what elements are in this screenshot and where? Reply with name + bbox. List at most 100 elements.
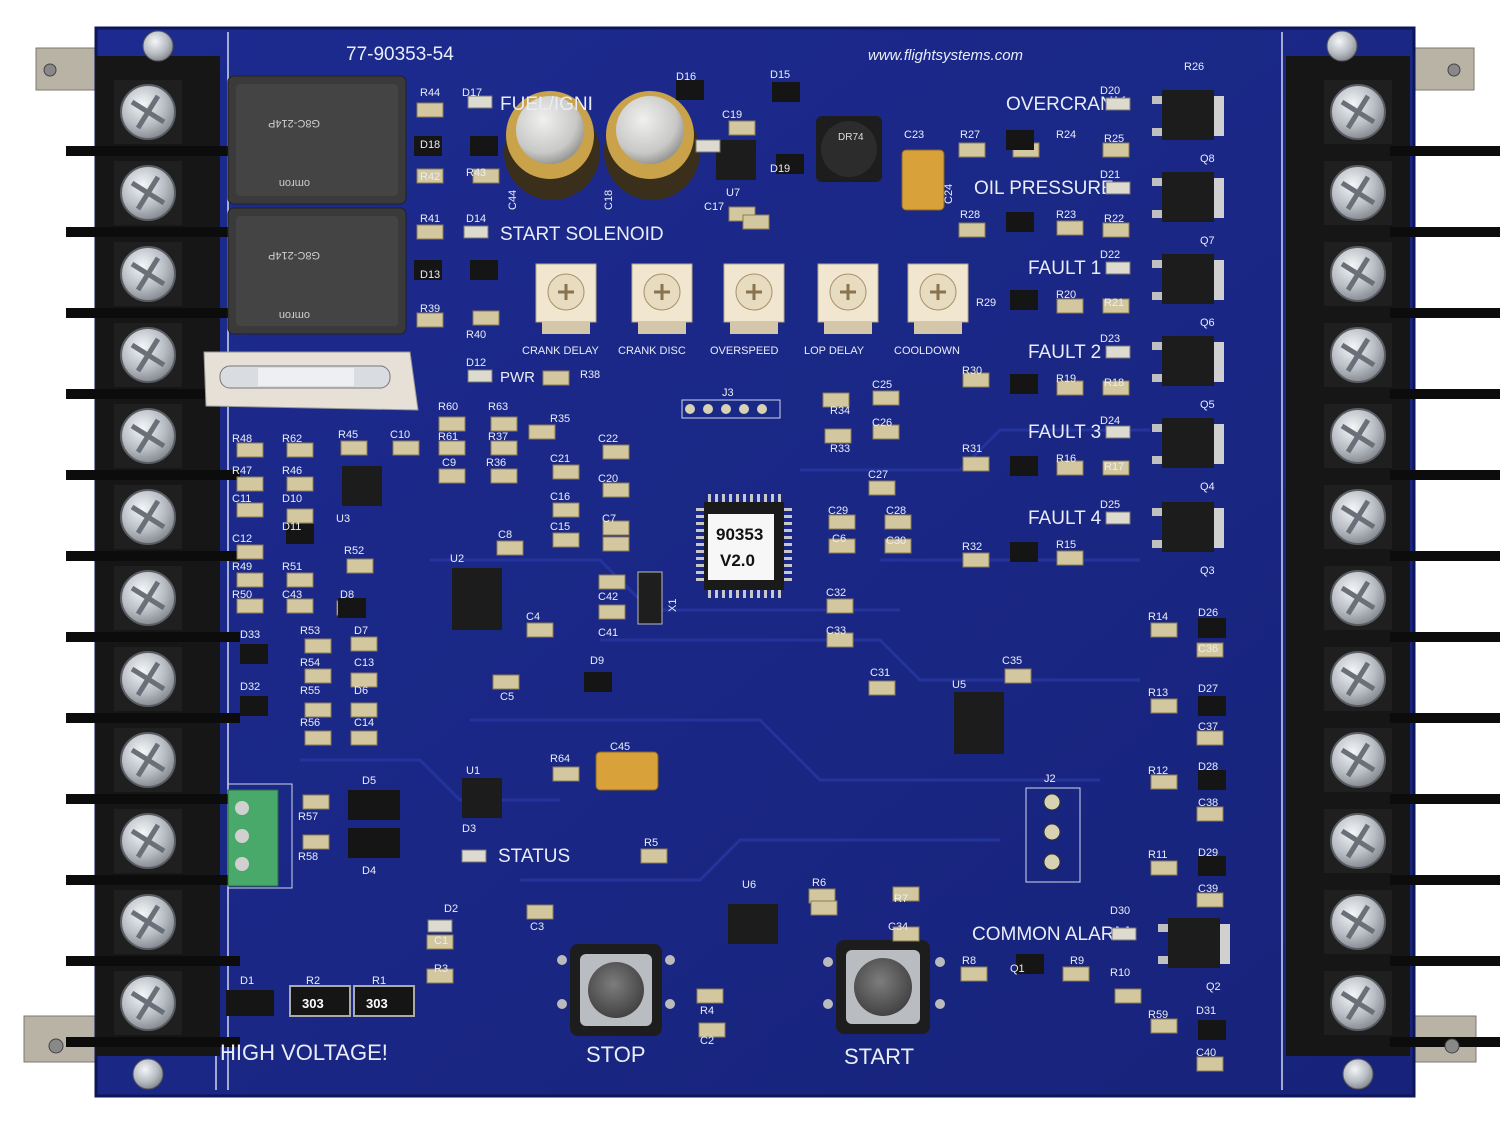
designator-r36: R36	[486, 457, 506, 469]
designator-r57: R57	[298, 811, 318, 823]
smd-semiconductor	[1198, 618, 1226, 638]
smd-semiconductor	[1010, 290, 1038, 310]
designator-r60: R60	[438, 401, 458, 413]
smd-component	[602, 444, 630, 460]
designator-c19: C19	[722, 109, 742, 121]
smd-component	[1196, 642, 1224, 658]
smd-component	[1056, 298, 1084, 314]
j2-label: J2	[1044, 773, 1056, 785]
smd-component	[472, 168, 500, 184]
designator-r32: R32	[962, 541, 982, 553]
terminal-fin	[1390, 308, 1500, 318]
label-fault-4: FAULT 4	[1028, 508, 1102, 529]
pot-cooldown[interactable]: COOLDOWN	[894, 263, 969, 357]
designator-r62: R62	[282, 433, 302, 445]
pot-overspeed[interactable]: OVERSPEED	[710, 263, 785, 357]
designator-c7: C7	[602, 513, 616, 525]
smd-component	[1102, 298, 1130, 314]
designator-c40: C40	[1196, 1047, 1216, 1059]
smd-component	[542, 370, 570, 386]
inductor-dr74: DR74	[816, 116, 882, 182]
diode-d1: D1	[226, 975, 274, 1016]
smd-component	[304, 702, 332, 718]
designator-c2: C2	[700, 1035, 714, 1047]
smd-component	[602, 520, 630, 536]
smd-component	[286, 572, 314, 588]
capacitor-c44: C44	[504, 91, 600, 210]
pot-crank-disc[interactable]: CRANK DISC	[618, 263, 693, 357]
chip-label-line2: V2.0	[720, 551, 755, 570]
stop-button[interactable]	[557, 944, 675, 1036]
designator-r51: R51	[282, 561, 302, 573]
u6-label: U6	[742, 879, 756, 891]
terminal-fin	[1390, 551, 1500, 561]
q3-label: Q3	[1200, 565, 1215, 577]
smd-semiconductor	[1006, 130, 1034, 150]
smd-component	[350, 730, 378, 746]
q6-label: Q6	[1200, 317, 1215, 329]
led	[1111, 927, 1137, 941]
smd-component	[872, 390, 900, 406]
designator-r59: R59	[1148, 1009, 1168, 1021]
smd-component	[236, 544, 264, 560]
smd-component	[286, 476, 314, 492]
designator-c3: C3	[530, 921, 544, 933]
designator-c4: C4	[526, 611, 540, 623]
u7-label: U7	[726, 187, 740, 199]
terminal-fin	[66, 551, 240, 561]
ic-u2: U2	[450, 553, 502, 630]
designator-r50: R50	[232, 589, 252, 601]
smd-component	[1150, 622, 1178, 638]
smd-component	[236, 598, 264, 614]
led	[1105, 181, 1131, 195]
smd-component	[1056, 550, 1084, 566]
smd-component	[1150, 698, 1178, 714]
designator-d13: D13	[420, 269, 440, 281]
smd-component	[340, 440, 368, 456]
designator-r61: R61	[438, 431, 458, 443]
svg-text:DR74: DR74	[838, 132, 864, 143]
smd-component	[1062, 966, 1090, 982]
designator-c8: C8	[498, 529, 512, 541]
start-button[interactable]	[823, 940, 945, 1034]
smd-component	[350, 636, 378, 652]
designator-d2: D2	[444, 903, 458, 915]
designator-r53: R53	[300, 625, 320, 637]
transistor-q8: Q8	[1152, 90, 1224, 165]
relay-1-model: G8C-214P	[268, 117, 320, 129]
pot-label: OVERSPEED	[710, 345, 779, 357]
smd-semiconductor	[1198, 696, 1226, 716]
smd-semiconductor	[1198, 856, 1226, 876]
label-pwr: PWR	[500, 369, 535, 386]
smd-component	[698, 1022, 726, 1038]
designator-r19: R19	[1056, 373, 1076, 385]
designator-r42: R42	[420, 171, 440, 183]
designator-r44: R44	[420, 87, 440, 99]
led	[1105, 511, 1131, 525]
smd-component	[492, 674, 520, 690]
designator-c27: C27	[868, 469, 888, 481]
designator-c33: C33	[826, 625, 846, 637]
terminal-fin	[66, 632, 240, 642]
smd-component	[526, 622, 554, 638]
pot-crank-delay[interactable]: CRANK DELAY	[522, 263, 599, 357]
smd-component	[1056, 220, 1084, 236]
smd-semiconductor	[1006, 212, 1034, 232]
designator-r29: R29	[976, 297, 996, 309]
smd-semiconductor	[1198, 770, 1226, 790]
u3-label: U3	[336, 513, 350, 525]
designator-c9: C9	[442, 457, 456, 469]
smd-component	[1196, 1056, 1224, 1072]
designator-r35: R35	[550, 413, 570, 425]
smd-component	[490, 416, 518, 432]
pot-lop-delay[interactable]: LOP DELAY	[804, 263, 879, 357]
led	[467, 369, 493, 383]
r1-value: 303	[366, 996, 388, 1011]
smd-semiconductor	[1010, 456, 1038, 476]
smd-component	[1114, 988, 1142, 1004]
designator-labels: D15D16D19C17C19C23R26D20D21D22D23D24D25R…	[232, 61, 1218, 1059]
high-voltage-warning: HIGH VOLTAGE!	[220, 1040, 388, 1065]
designator-r14: R14	[1148, 611, 1168, 623]
designator-d31: D31	[1196, 1005, 1216, 1017]
